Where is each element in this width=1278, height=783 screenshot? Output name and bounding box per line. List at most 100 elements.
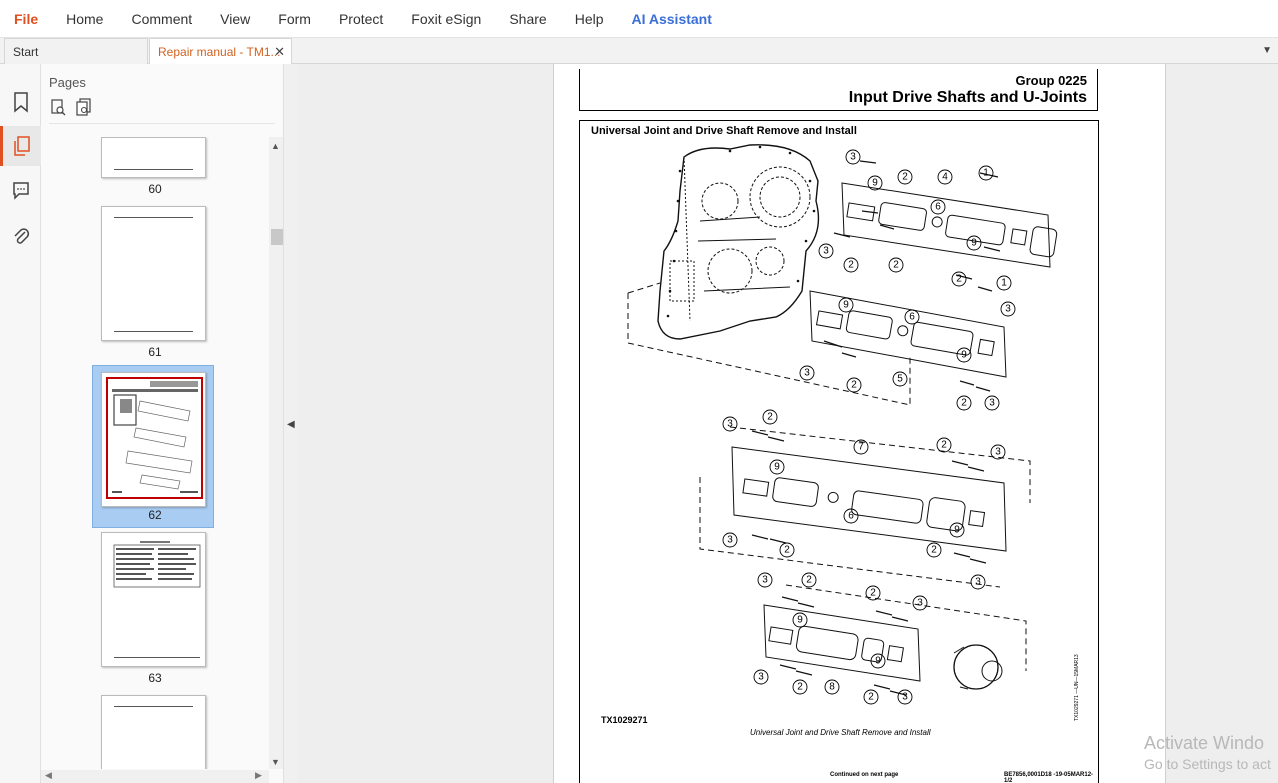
callout-3: 3 [804, 368, 810, 379]
tab-list-dropdown-icon[interactable]: ▼ [1262, 45, 1272, 56]
page-thumbnail-63[interactable] [101, 532, 206, 667]
page-thumbnail-60[interactable] [101, 137, 206, 178]
menu-home[interactable]: Home [66, 10, 104, 27]
tab-start[interactable]: Start [4, 38, 148, 64]
page-number-61: 61 [148, 345, 162, 359]
callout-3: 3 [975, 577, 981, 588]
menu-comment[interactable]: Comment [131, 10, 193, 27]
callout-2: 2 [784, 545, 790, 556]
scroll-down-icon[interactable]: ▼ [271, 757, 280, 767]
pdf-page: Group 0225 Input Drive Shafts and U-Join… [553, 64, 1166, 783]
attachment-icon[interactable] [0, 217, 41, 257]
callout-2: 2 [851, 380, 857, 391]
figure-box: Universal Joint and Drive Shaft Remove a… [579, 120, 1099, 783]
tab-start-label: Start [13, 45, 39, 59]
watermark-line-2: Go to Settings to act [1144, 756, 1271, 772]
page-header-box: Group 0225 Input Drive Shafts and U-Join… [579, 69, 1098, 111]
callout-7: 7 [858, 442, 864, 453]
menu-share[interactable]: Share [509, 10, 547, 27]
menu-form[interactable]: Form [278, 10, 311, 27]
callout-2: 2 [797, 682, 803, 693]
callout-3: 3 [902, 692, 908, 703]
document-viewport[interactable]: Group 0225 Input Drive Shafts and U-Join… [298, 64, 1278, 783]
callout-6: 6 [909, 312, 915, 323]
extract-page-icon[interactable] [75, 98, 93, 121]
menu-foxit-esign[interactable]: Foxit eSign [411, 10, 482, 27]
navigation-rail [0, 64, 41, 783]
scroll-up-icon[interactable]: ▲ [271, 141, 280, 151]
page-thumbnail-61[interactable] [101, 206, 206, 341]
callout-2: 2 [931, 545, 937, 556]
scroll-left-icon[interactable]: ◀ [45, 770, 52, 780]
callout-9: 9 [961, 350, 967, 361]
exploded-view-drawing: 3 9 2 4 1 6 9 1 3 2 2 2 9 [627, 144, 1058, 705]
watermark-line-1: Activate Windo [1144, 733, 1265, 753]
callout-9: 9 [872, 178, 878, 189]
collapse-panel-icon[interactable]: ◀ [287, 419, 295, 430]
menu-ai-assistant[interactable]: AI Assistant [631, 10, 712, 27]
callout-3: 3 [762, 575, 768, 586]
callout-9: 9 [875, 656, 881, 667]
callout-3: 3 [917, 598, 923, 609]
callout-5: 5 [897, 374, 903, 385]
tab-repair-manual-label: Repair manual - TM1... [158, 45, 281, 59]
menu-protect[interactable]: Protect [338, 10, 384, 27]
pages-panel: Pages 60 61 [41, 64, 284, 783]
page-number-62: 62 [148, 508, 162, 522]
callout-3: 3 [850, 152, 856, 163]
thumbnail-list: 60 61 [41, 137, 269, 769]
continued-note: Continued on next page [830, 772, 899, 778]
menu-bar: File Home Comment View Form Protect Foxi… [0, 0, 1278, 38]
section-title: Input Drive Shafts and U-Joints [848, 89, 1087, 106]
callout-2: 2 [941, 440, 947, 451]
figure-title: Universal Joint and Drive Shaft Remove a… [591, 125, 857, 137]
callout-6: 6 [935, 202, 941, 213]
callout-6: 6 [848, 511, 854, 522]
page-thumbnail-64[interactable] [101, 695, 206, 769]
thumbnail-vertical-scrollbar[interactable]: ▲ ▼ [269, 137, 283, 769]
insert-page-icon[interactable] [49, 98, 67, 121]
callout-2: 2 [870, 588, 876, 599]
document-code: BE7856,0001D18 -19-05MAR12-1/2 [1004, 772, 1094, 783]
callout-1: 1 [1001, 278, 1007, 289]
page-thumbnail-62[interactable] [101, 372, 206, 507]
callout-3: 3 [989, 398, 995, 409]
close-tab-icon[interactable]: ✕ [274, 44, 285, 59]
group-number: Group 0225 [1015, 73, 1087, 88]
callout-2: 2 [806, 575, 812, 586]
callout-1: 1 [983, 168, 989, 179]
callout-2: 2 [961, 398, 967, 409]
tab-repair-manual[interactable]: Repair manual - TM1... ✕ [149, 38, 292, 65]
pages-icon[interactable] [0, 126, 41, 166]
pages-panel-divider [49, 123, 275, 124]
menu-view[interactable]: View [220, 10, 251, 27]
panel-collapse-handle[interactable]: ◀ [284, 64, 298, 783]
menu-file[interactable]: File [14, 10, 39, 27]
callout-9: 9 [843, 300, 849, 311]
callout-3: 3 [727, 419, 733, 430]
callout-3: 3 [727, 535, 733, 546]
figure-side-code: TX1029271 —UN—15MAR13 [1074, 654, 1080, 721]
callout-9: 9 [954, 525, 960, 536]
callout-3: 3 [823, 246, 829, 257]
comment-icon[interactable] [0, 170, 41, 210]
document-tab-bar: Start Repair manual - TM1... ✕ ▼ [0, 38, 1278, 65]
pages-panel-title: Pages [49, 75, 86, 90]
callout-9: 9 [971, 238, 977, 249]
figure-id: TX1029271 [601, 715, 648, 725]
bookmark-icon[interactable] [0, 82, 41, 122]
callout-8: 8 [829, 682, 835, 693]
callout-9: 9 [797, 615, 803, 626]
callout-2: 2 [956, 274, 962, 285]
callout-2: 2 [868, 692, 874, 703]
callout-2: 2 [848, 260, 854, 271]
menu-help[interactable]: Help [574, 10, 604, 27]
thumbnail-horizontal-scrollbar[interactable]: ◀ ▶ [41, 770, 269, 783]
figure-caption: Universal Joint and Drive Shaft Remove a… [750, 728, 931, 737]
pages-toolbar [49, 98, 93, 121]
scroll-right-icon[interactable]: ▶ [255, 770, 262, 780]
callout-2: 2 [767, 412, 773, 423]
callout-3: 3 [1005, 304, 1011, 315]
scrollbar-thumb[interactable] [271, 229, 283, 245]
